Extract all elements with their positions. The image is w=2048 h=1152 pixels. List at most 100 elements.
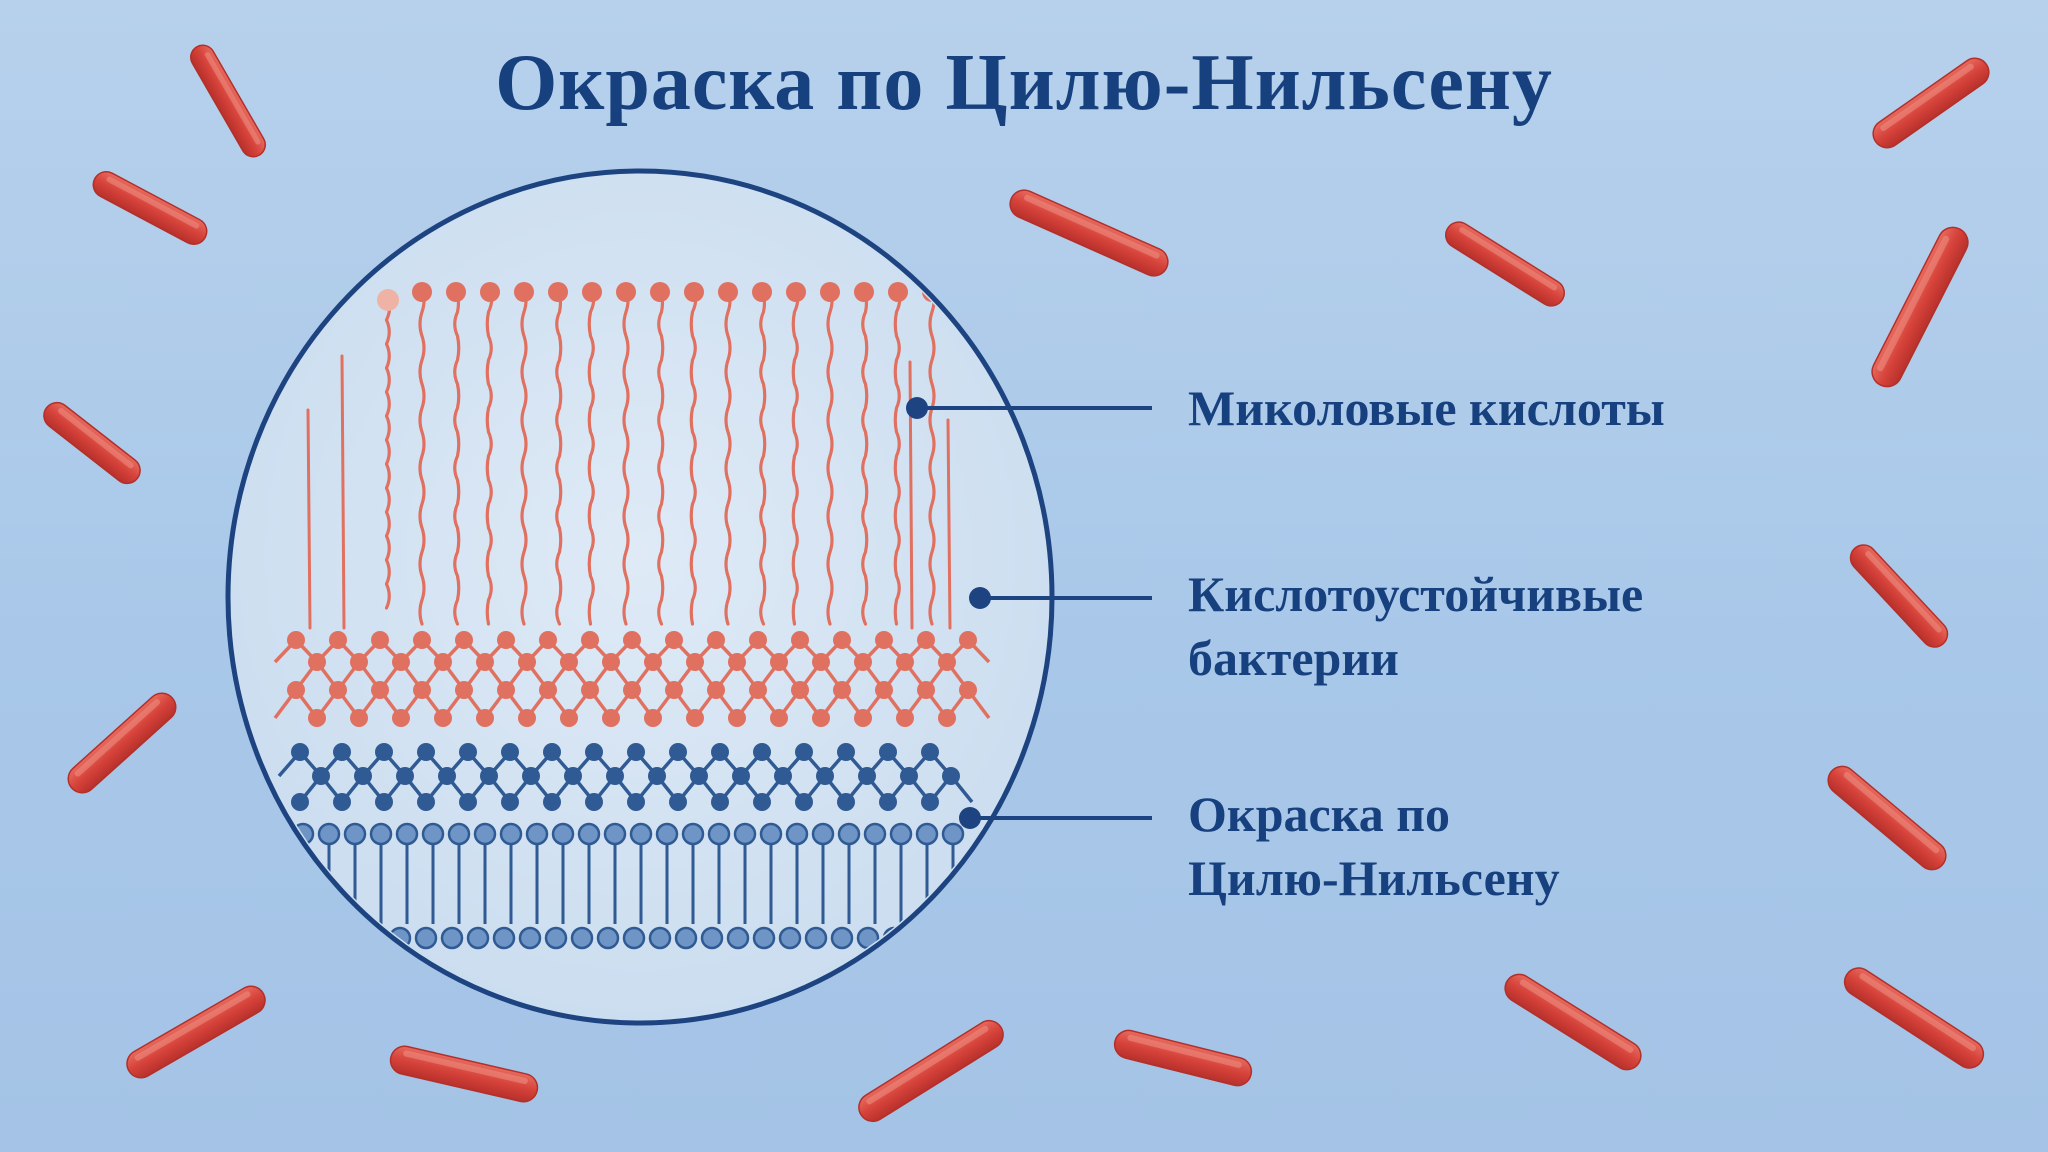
- arabinogalactan-node: [434, 709, 452, 727]
- mycolic-acid-chain-icon: [446, 282, 466, 626]
- arabinogalactan-node: [581, 681, 599, 699]
- arabinogalactan-node: [917, 631, 935, 649]
- label-mycolic-acids-text: Миколовые кислоты: [1188, 380, 1665, 436]
- rod-bacterium-highlight: [204, 52, 261, 145]
- mycolic-acid-short-chain: [946, 418, 952, 630]
- mycolic-acid-tail: [453, 290, 461, 626]
- peptidoglycan-node: [501, 743, 519, 761]
- arabinogalactan-node: [749, 681, 767, 699]
- peptidoglycan-node: [648, 767, 666, 785]
- mycolic-acid-tail: [791, 290, 800, 626]
- mycolic-acid-tail: [893, 290, 902, 626]
- peptidoglycan-node: [417, 743, 435, 761]
- peptidoglycan-node: [879, 743, 897, 761]
- page-title: Окраска по Цилю-Нильсену: [495, 39, 1553, 127]
- arabinogalactan-node: [539, 681, 557, 699]
- peptidoglycan-node: [816, 767, 834, 785]
- arabinogalactan-node: [833, 681, 851, 699]
- mycolic-acid-head: [514, 282, 534, 302]
- lipid-head-upper: [317, 822, 341, 846]
- mycolic-acid-chain-icon: [616, 282, 636, 626]
- peptidoglycan-node: [375, 793, 393, 811]
- lipid-head-upper: [603, 822, 627, 846]
- peptidoglycan-node: [921, 793, 939, 811]
- rod-bacterium-icon: [1871, 226, 1969, 388]
- rod-bacterium-icon: [1827, 765, 1947, 871]
- rod-bacterium-body: [43, 401, 141, 485]
- peptidoglycan-lattice: [277, 743, 974, 811]
- mycolic-acid-chain-icon: [377, 289, 399, 610]
- arabinogalactan-node: [917, 681, 935, 699]
- arabinogalactan-node: [728, 709, 746, 727]
- rod-bacterium-highlight: [1865, 551, 1942, 633]
- peptidoglycan-node: [396, 767, 414, 785]
- mycolic-acid-chain-icon: [718, 282, 738, 626]
- rod-bacterium-icon: [190, 44, 266, 158]
- arabinogalactan-node: [497, 681, 515, 699]
- arabinogalactan-node: [707, 681, 725, 699]
- rod-bacterium-icon: [67, 692, 177, 794]
- rod-bacterium-highlight: [1024, 194, 1160, 259]
- rod-bacterium-icon: [92, 171, 208, 245]
- lipid-head-upper: [889, 822, 913, 846]
- mycolic-acid-chain-icon: [548, 282, 568, 626]
- peptidoglycan-node: [585, 793, 603, 811]
- rod-bacterium-icon: [858, 1019, 1004, 1123]
- lipid-head-upper: [551, 822, 575, 846]
- mycolic-acid-tail: [520, 290, 528, 626]
- peptidoglycan-node: [900, 767, 918, 785]
- lipid-head-upper: [707, 822, 731, 846]
- mycolic-acid-head: [854, 282, 874, 302]
- peptidoglycan-node: [732, 767, 750, 785]
- lipid-head-upper: [681, 822, 705, 846]
- mycolic-acid-tail: [622, 290, 630, 626]
- mycolic-acid-chain-icon: [582, 282, 602, 626]
- lipid-head-upper: [629, 822, 653, 846]
- rod-bacterium-icon: [1843, 967, 1985, 1069]
- rod-bacterium-highlight: [134, 991, 251, 1061]
- rod-bacterium-body: [1872, 57, 1990, 149]
- mycolic-acid-short-chain: [306, 408, 312, 630]
- mycolic-acid-head: [718, 282, 738, 302]
- rod-bacterium-body: [67, 692, 177, 794]
- arabinogalactan-node: [287, 631, 305, 649]
- label-acid-fast-line1: Кислотоустойчивые: [1188, 566, 1644, 622]
- lipid-head-upper: [915, 822, 939, 846]
- arabinogalactan-node: [686, 709, 704, 727]
- peptidoglycan-node: [480, 767, 498, 785]
- arabinogalactan-node: [560, 653, 578, 671]
- peptidoglycan-node: [438, 767, 456, 785]
- lipid-head-upper: [395, 822, 419, 846]
- arabinogalactan-node: [350, 709, 368, 727]
- lipid-head-lower: [440, 926, 464, 950]
- rod-bacterium-highlight: [106, 176, 200, 229]
- peptidoglycan-node: [606, 767, 624, 785]
- arabinogalactan-node: [854, 653, 872, 671]
- rod-bacterium-icon: [1445, 221, 1565, 307]
- arabinogalactan-node: [854, 709, 872, 727]
- mycolic-acid-head: [377, 289, 399, 311]
- arabinogalactan-node: [413, 631, 431, 649]
- label-ziehl-neelsen-stain: Окраска по Цилю-Нильсену: [1188, 782, 1560, 910]
- arabinogalactan-node: [707, 631, 725, 649]
- arabinogalactan-node: [791, 631, 809, 649]
- cell-wall-layers: [273, 282, 991, 950]
- lipid-head-upper: [447, 822, 471, 846]
- arabinogalactan-node: [329, 631, 347, 649]
- mycolic-acid-head: [820, 282, 840, 302]
- peptidoglycan-node: [879, 793, 897, 811]
- arabinogalactan-node: [623, 681, 641, 699]
- rod-bacterium-icon: [1009, 189, 1169, 277]
- label-acid-fast-bacteria: Кислотоустойчивые бактерии: [1188, 562, 1643, 690]
- mycolic-acid-head: [752, 282, 772, 302]
- rod-bacterium-body: [1871, 226, 1969, 388]
- rod-bacterium-highlight: [1859, 973, 1977, 1052]
- mycolic-acid-head: [582, 282, 602, 302]
- mycolic-acid-chain-icon: [752, 282, 772, 626]
- mycolic-acid-head: [412, 282, 432, 302]
- mycolic-acid-tail: [418, 290, 426, 626]
- arabinogalactan-node: [959, 681, 977, 699]
- rod-bacterium-highlight: [57, 407, 134, 469]
- peptidoglycan-node: [459, 743, 477, 761]
- arabinogalactan-node: [812, 709, 830, 727]
